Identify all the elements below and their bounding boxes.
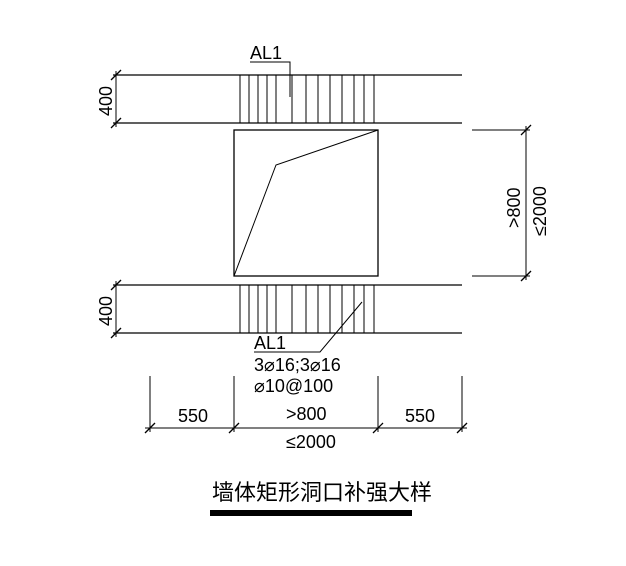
drawing-title: 墙体矩形洞口补强大样 [212, 481, 432, 506]
bottom-beam-stirrups [239, 285, 375, 333]
opening-width-max-text: ≤2000 [286, 432, 336, 452]
opening-width-min-text: >800 [286, 404, 327, 424]
opening [233, 129, 379, 277]
opening-break-line [233, 129, 379, 277]
top-beam-leader [250, 61, 291, 97]
opening-height-min-text: >800 [504, 187, 524, 228]
bottom-beam-height-text: 400 [96, 296, 116, 326]
extension-left-text: 550 [178, 406, 208, 426]
bottom-beam: AL1 3⌀16;3⌀16 ⌀10@100 [113, 284, 462, 396]
top-beam-height-dim: 400 [96, 69, 122, 129]
horizontal-dims: 550 >800 550 ≤2000 [144, 376, 468, 452]
extension-right-text: 550 [405, 406, 435, 426]
stirrup-text: ⌀10@100 [254, 376, 333, 396]
top-beam: AL1 [113, 43, 462, 124]
opening-height-max-text: ≤2000 [530, 186, 550, 236]
bottom-beam-height-dim: 400 [96, 279, 122, 339]
top-beam-height-text: 400 [96, 86, 116, 116]
opening-height-dim: >800 ≤2000 [472, 124, 550, 282]
top-beam-stirrups [239, 75, 375, 123]
bottom-beam-label: AL1 [254, 333, 286, 353]
drawing-title-block: 墙体矩形洞口补强大样 [210, 481, 432, 516]
top-beam-label: AL1 [250, 43, 282, 63]
title-underline [210, 510, 412, 516]
main-rebar-text: 3⌀16;3⌀16 [254, 355, 341, 375]
bottom-beam-leader [254, 301, 363, 353]
